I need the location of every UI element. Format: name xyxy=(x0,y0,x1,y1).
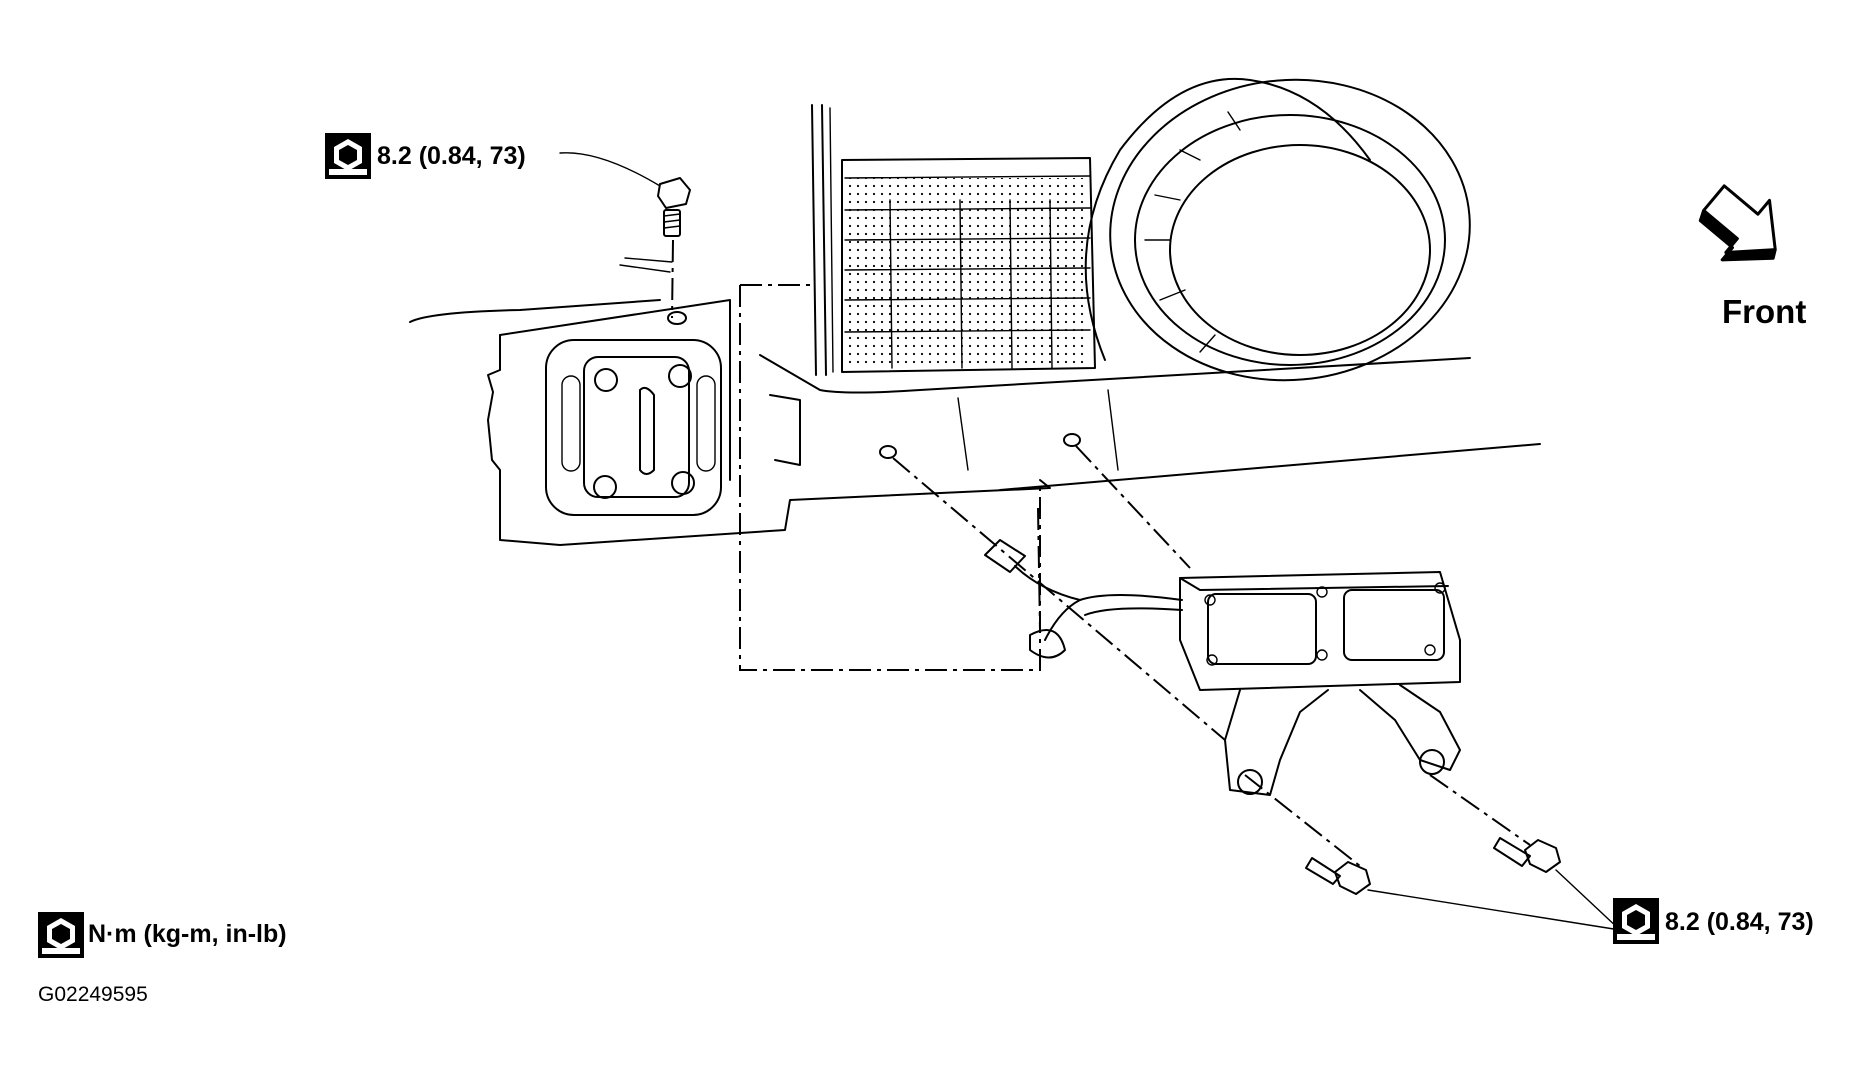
torque-callout-bottom: 8.2 (0.84, 73) xyxy=(1613,898,1814,944)
front-direction-arrow-icon xyxy=(1698,184,1777,262)
torque-callout-top: 8.2 (0.84, 73) xyxy=(325,133,526,179)
alignment-lines xyxy=(739,284,1531,867)
torque-units-legend: N·m (kg-m, in-lb) xyxy=(38,912,287,958)
cargo-panel-grid xyxy=(811,104,1096,376)
legend-units: N·m (kg-m, in-lb) xyxy=(88,920,287,948)
tail-lamp-assembly xyxy=(984,539,1461,796)
torque-wrench-icon xyxy=(1613,898,1659,944)
figure-code: G02249595 xyxy=(38,983,148,1006)
torque-value-bottom: 8.2 (0.84, 73) xyxy=(1665,908,1814,936)
spare-tire xyxy=(1084,77,1471,382)
torque-value-top: 8.2 (0.84, 73) xyxy=(377,142,526,170)
vehicle-body-panel xyxy=(409,257,1541,546)
front-label: Front xyxy=(1722,293,1806,330)
leader-lines xyxy=(559,152,1621,931)
bottom-bolt-right xyxy=(1493,837,1561,873)
torque-wrench-icon xyxy=(325,133,371,179)
torque-wrench-icon xyxy=(38,912,84,958)
bottom-bolt-left xyxy=(1305,857,1371,895)
front-direction: Front xyxy=(1698,184,1806,330)
top-bolt xyxy=(657,177,691,319)
